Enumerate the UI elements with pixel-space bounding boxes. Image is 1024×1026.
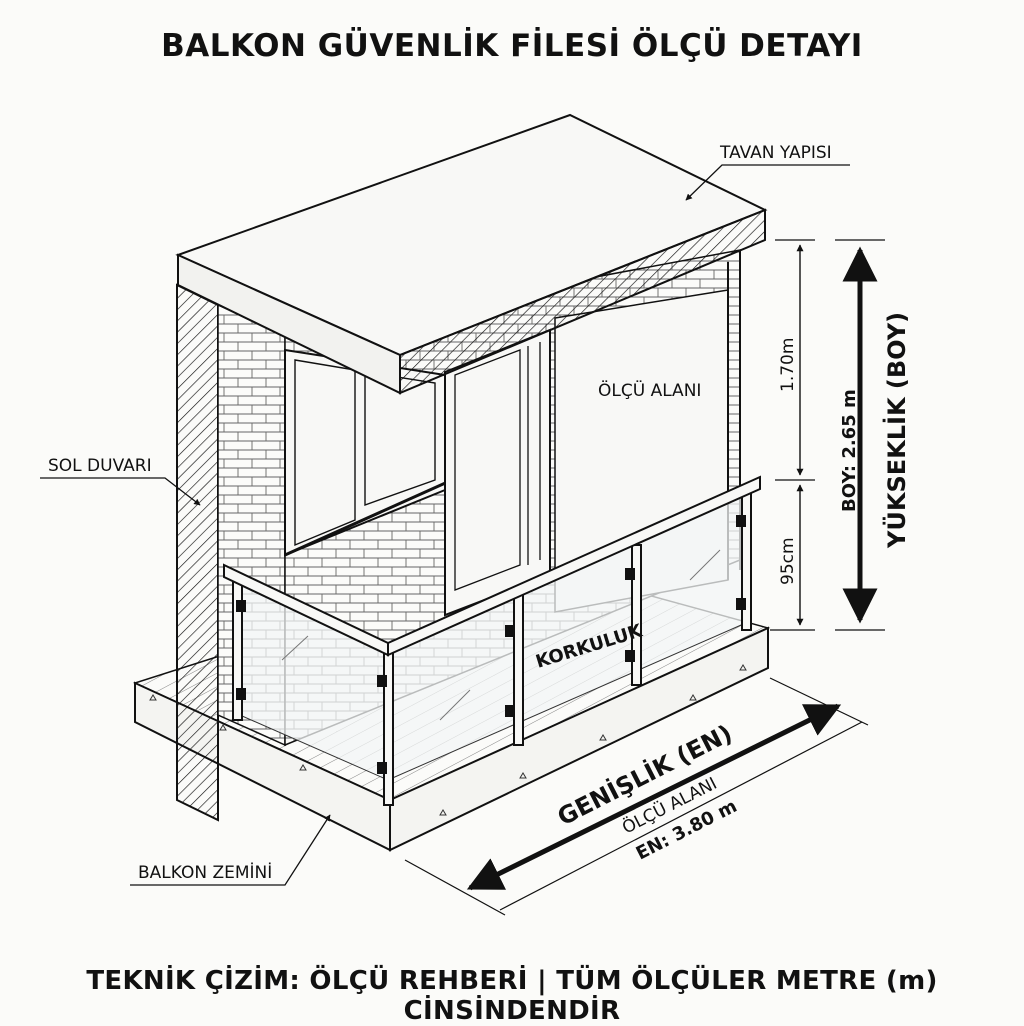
railing-height-label: 95cm [778,537,798,585]
height-dimensions [770,239,885,631]
leader-lines [40,164,850,886]
balcony-door [444,328,551,617]
width-dimensions [404,677,869,916]
upper-height-label: 1.70m [778,338,798,392]
floor-label: BALKON ZEMİNİ [138,862,272,883]
upper-measure-area-label: ÖLÇÜ ALANI [598,379,701,401]
ceiling-label: TAVAN YAPISI [719,143,832,163]
left-wall-label: SOL DUVARI [48,456,152,476]
ceiling-slab [175,113,768,395]
total-height-label: BOY: 2.65 m [839,389,860,512]
diagram-title: BALKON GÜVENLİK FİLESİ ÖLÇÜ DETAYI [161,28,863,64]
handrail [223,475,761,657]
diagram-footer: TEKNİK ÇİZİM: ÖLÇÜ REHBERİ | TÜM ÖLÇÜLER… [86,966,938,1026]
height-axis-label: YÜKSEKLİK (BOY) [881,312,911,549]
